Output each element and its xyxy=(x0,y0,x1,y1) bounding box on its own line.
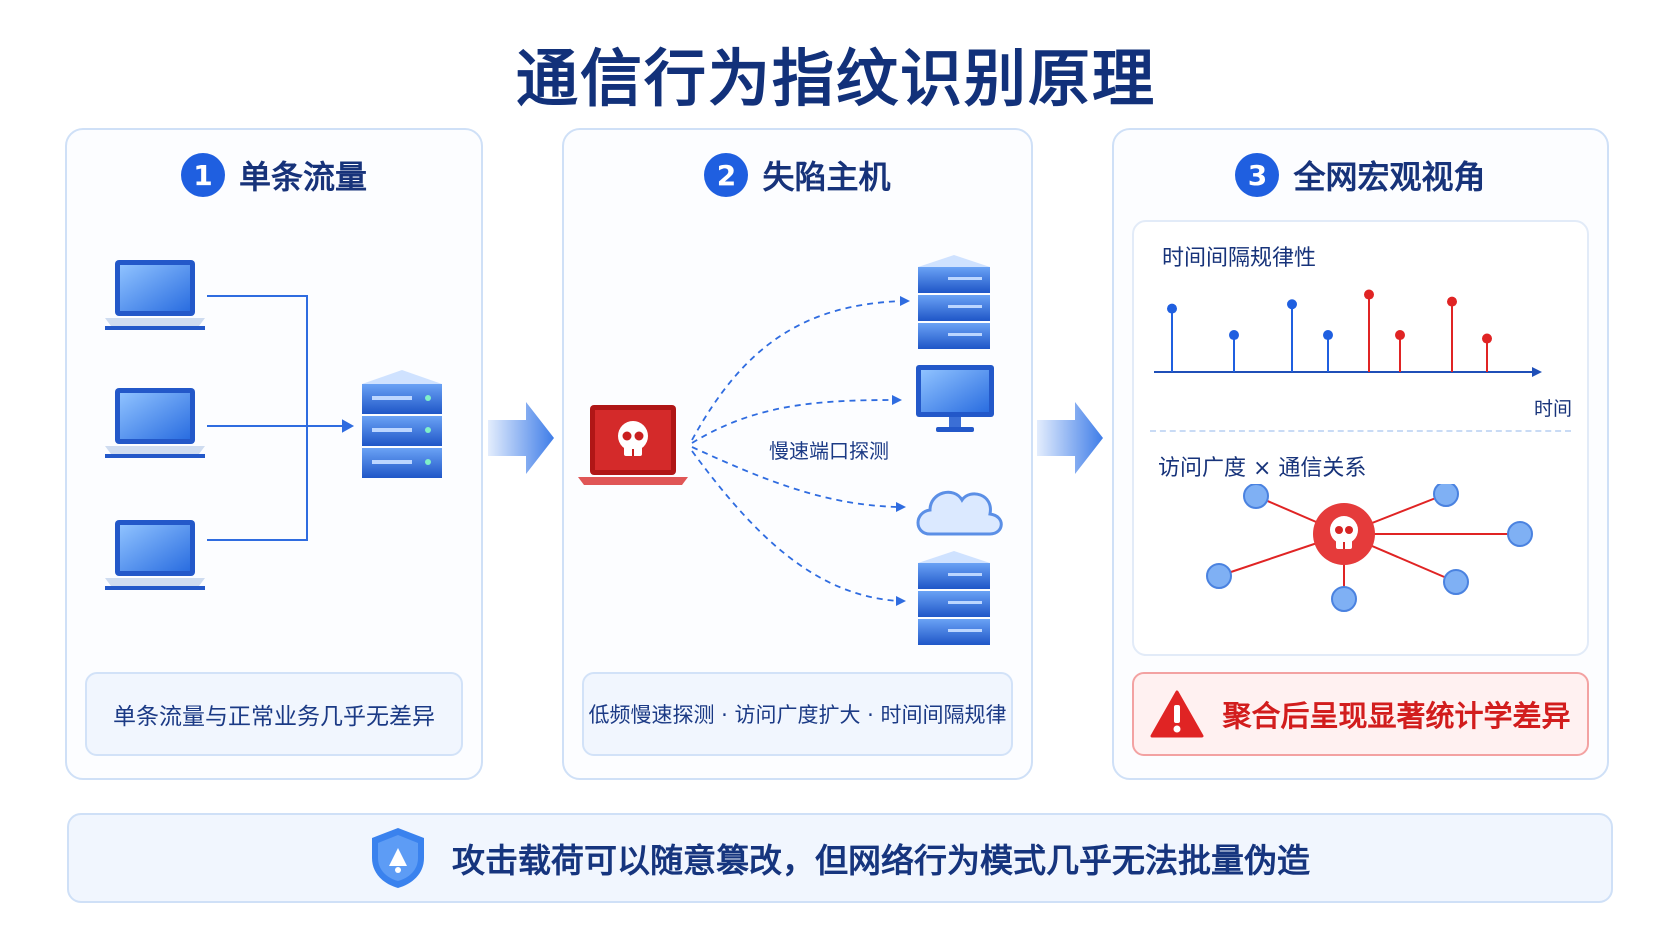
stem-point xyxy=(1482,333,1492,344)
stem-point xyxy=(1167,303,1177,314)
monitor-icon xyxy=(916,365,994,432)
panel-header: 3 全网宏观视角 xyxy=(1114,152,1607,198)
laptop-icon xyxy=(105,520,205,590)
server-icon xyxy=(362,370,442,478)
time-axis-arrow xyxy=(1532,367,1542,377)
stem-point xyxy=(1229,330,1239,341)
flow-arrow-icon xyxy=(488,402,554,474)
probe-arrowheads xyxy=(892,296,910,606)
panel-single-flow: 1 单条流量 xyxy=(65,128,483,780)
timing-title: 时间间隔规律性 xyxy=(1162,246,1317,271)
footer-text: 攻击载荷可以随意篡改，但网络行为模式几乎无法批量伪造 xyxy=(452,841,1310,880)
panel-header: 2 失陷主机 xyxy=(564,152,1031,198)
skull-icon xyxy=(1330,516,1358,549)
footer-banner: 攻击载荷可以随意篡改，但网络行为模式几乎无法批量伪造 xyxy=(67,813,1613,903)
time-axis-label: 时间 xyxy=(1534,398,1573,420)
probe-paths xyxy=(691,300,903,602)
panel-header: 1 单条流量 xyxy=(67,152,481,198)
panel-compromised-host: 2 失陷主机 xyxy=(562,128,1033,780)
network-graph xyxy=(1206,484,1533,612)
server-icon xyxy=(918,255,990,349)
panel-caption: 单条流量与正常业务几乎无差异 xyxy=(85,672,463,756)
panel-title: 全网宏观视角 xyxy=(1293,158,1486,196)
network-title: 访问广度 × 通信关系 xyxy=(1158,456,1367,481)
panel-caption: 低频慢速探测 · 访问广度扩大 · 时间间隔规律 xyxy=(582,672,1013,756)
infected-laptop-icon xyxy=(578,405,688,485)
step-number-badge: 1 xyxy=(180,153,225,197)
network-nodes xyxy=(1206,484,1533,612)
stem-point xyxy=(1364,289,1374,300)
server-icon xyxy=(918,551,990,645)
step-number-badge: 3 xyxy=(1235,153,1280,197)
flow-arrow-icon xyxy=(1037,402,1103,474)
laptop-icon xyxy=(105,260,205,330)
page-title: 通信行为指纹识别原理 xyxy=(515,42,1156,115)
cloud-icon xyxy=(916,490,1003,536)
stem-point xyxy=(1447,296,1457,307)
panel-title: 失陷主机 xyxy=(762,158,891,196)
flow-lines xyxy=(207,295,355,541)
probe-diagram xyxy=(578,255,1003,645)
panel-global-view: 3 全网宏观视角 时间间隔规律性 时间 访问广度 × 通信关系 xyxy=(1112,128,1609,780)
timing-stem-chart xyxy=(1154,289,1542,377)
skull-icon xyxy=(618,421,648,456)
divider xyxy=(1150,430,1571,432)
stem-point xyxy=(1323,330,1333,341)
shield-icon xyxy=(372,828,424,888)
panel-title: 单条流量 xyxy=(238,158,367,196)
stem-point xyxy=(1395,330,1405,341)
laptop-icon xyxy=(105,388,205,458)
step-number-badge: 2 xyxy=(704,153,749,197)
probe-label: 慢速端口探测 xyxy=(769,439,889,463)
single-flow-diagram xyxy=(105,260,442,590)
analysis-box: 时间间隔规律性 时间 访问广度 × 通信关系 xyxy=(1132,220,1589,656)
warning-text: 聚合后呈现显著统计学差异 xyxy=(1222,699,1571,733)
stem-point xyxy=(1287,299,1297,310)
warning-caption: 聚合后呈现显著统计学差异 xyxy=(1132,672,1589,756)
warning-icon xyxy=(1150,690,1204,738)
